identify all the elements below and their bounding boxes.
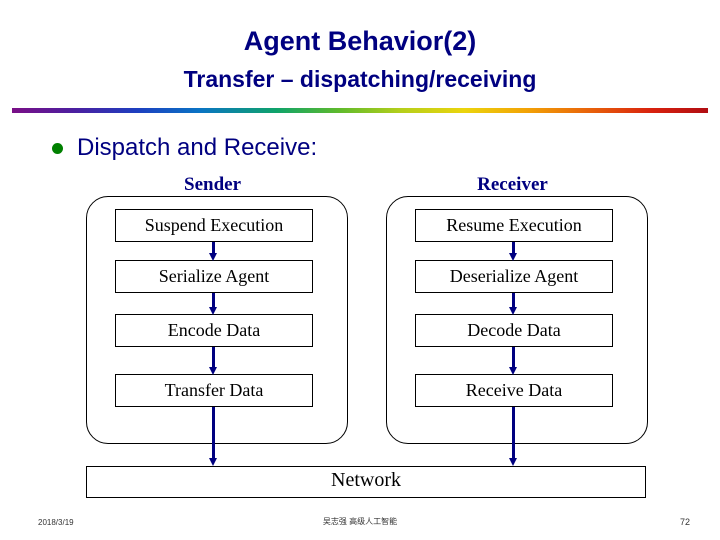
sender-step-2: Serialize Agent [115,260,313,293]
column-header-sender: Sender [184,174,241,195]
page-subtitle: Transfer – dispatching/receiving [183,66,537,92]
receiver-step-2: Deserialize Agent [415,260,613,293]
arrow-down-icon-sender-1 [209,242,218,261]
receiver-group-container [386,196,648,444]
page-title: Agent Behavior(2) [243,26,477,56]
arrow-down-icon-sender-to-network [209,407,218,466]
footer-page-number: 72 [679,517,690,527]
arrow-down-icon-receiver-3 [509,347,518,375]
arrow-down-icon-sender-3 [209,347,218,375]
sender-step-3: Encode Data [115,314,313,347]
arrow-down-icon-sender-2 [209,293,218,315]
column-header-receiver: Receiver [477,174,548,195]
sender-step-1: Suspend Execution [115,209,313,242]
footer-center-text: 吴志强 高级人工智能 [322,517,398,526]
receiver-step-4: Receive Data [415,374,613,407]
sender-step-4: Transfer Data [115,374,313,407]
receiver-step-3: Decode Data [415,314,613,347]
bullet-row: Dispatch and Receive: [52,136,317,160]
bullet-label: Dispatch and Receive: [77,134,318,161]
footer-date: 2018/3/19 [38,518,74,527]
rainbow-divider [12,108,708,113]
arrow-down-icon-receiver-2 [509,293,518,315]
network-box [86,466,646,498]
bullet-dot-icon [52,142,63,154]
arrow-down-icon-receiver-1 [509,242,518,261]
sender-group-container [86,196,348,444]
arrow-down-icon-receiver-to-network [509,407,518,466]
network-label: Network [331,469,401,491]
receiver-step-1: Resume Execution [415,209,613,242]
